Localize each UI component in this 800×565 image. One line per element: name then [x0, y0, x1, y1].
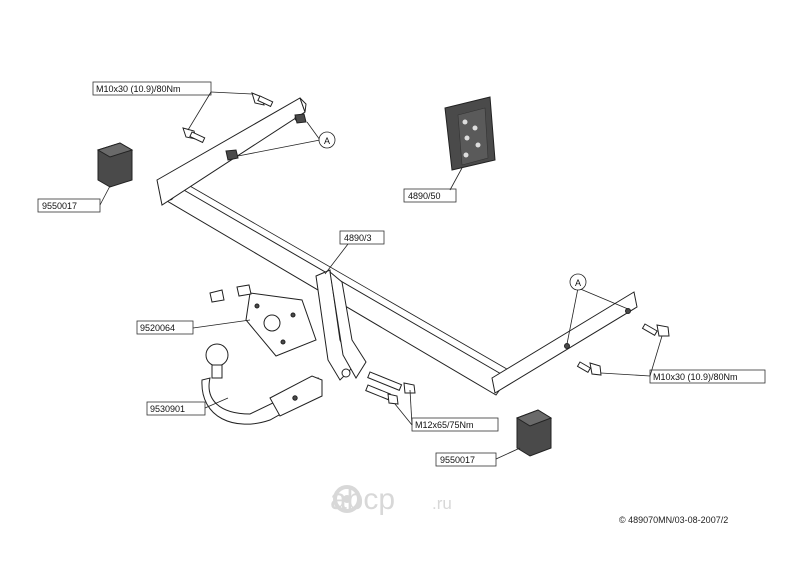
right-mounting-plate [491, 291, 638, 394]
copyright-text: © 489070MN/03-08-2007/2 [619, 515, 728, 525]
callout-rubber-bottom: 9550017 [435, 447, 521, 467]
label-socket-plate: 9520064 [140, 323, 175, 333]
center-bracket [315, 269, 367, 381]
detail-marker-a-left: A [237, 121, 336, 157]
label-ball: 9530901 [150, 404, 185, 414]
label-bolt-right: M10x30 (10.9)/80Nm [653, 372, 738, 382]
fitting-kit-bag [444, 96, 496, 171]
label-bolt-top: M10x30 (10.9)/80Nm [96, 84, 181, 94]
bolts-left [182, 92, 307, 161]
callout-bolt-top: M10x30 (10.9)/80Nm [92, 81, 253, 131]
label-rubber-bottom: 9550017 [440, 455, 475, 465]
callout-socket-plate: 9520064 [136, 319, 251, 335]
watermark-tld: .ru [432, 494, 452, 513]
abcp-watermark: abcp .ru [330, 483, 452, 516]
callout-bolt-bracket: M12x65/75Nm [394, 389, 499, 432]
label-bolt-bracket: M12x65/75Nm [415, 420, 474, 430]
callout-ball: 9530901 [146, 397, 229, 416]
callout-bolt-right: M10x30 (10.9)/80Nm [600, 335, 766, 384]
bracket-bolts [365, 371, 416, 405]
label-rubber-top: 9550017 [42, 201, 77, 211]
tow-ball [201, 343, 323, 425]
socket-plate [209, 284, 317, 357]
callout-kit: 4890/50 [403, 167, 463, 203]
bolts-right [576, 323, 670, 376]
marker-a-right-label: A [575, 278, 581, 288]
watermark-brand: abcp [330, 483, 395, 516]
detail-marker-a-right: A [566, 273, 629, 345]
rubber-buffer-bottom [515, 409, 553, 457]
callout-bar: 4890/3 [324, 230, 385, 275]
label-bar: 4890/3 [344, 233, 372, 243]
marker-a-left-label: A [324, 136, 330, 146]
rubber-buffer-top [96, 142, 134, 188]
label-kit: 4890/50 [408, 191, 441, 201]
callout-rubber-top: 9550017 [37, 185, 111, 213]
